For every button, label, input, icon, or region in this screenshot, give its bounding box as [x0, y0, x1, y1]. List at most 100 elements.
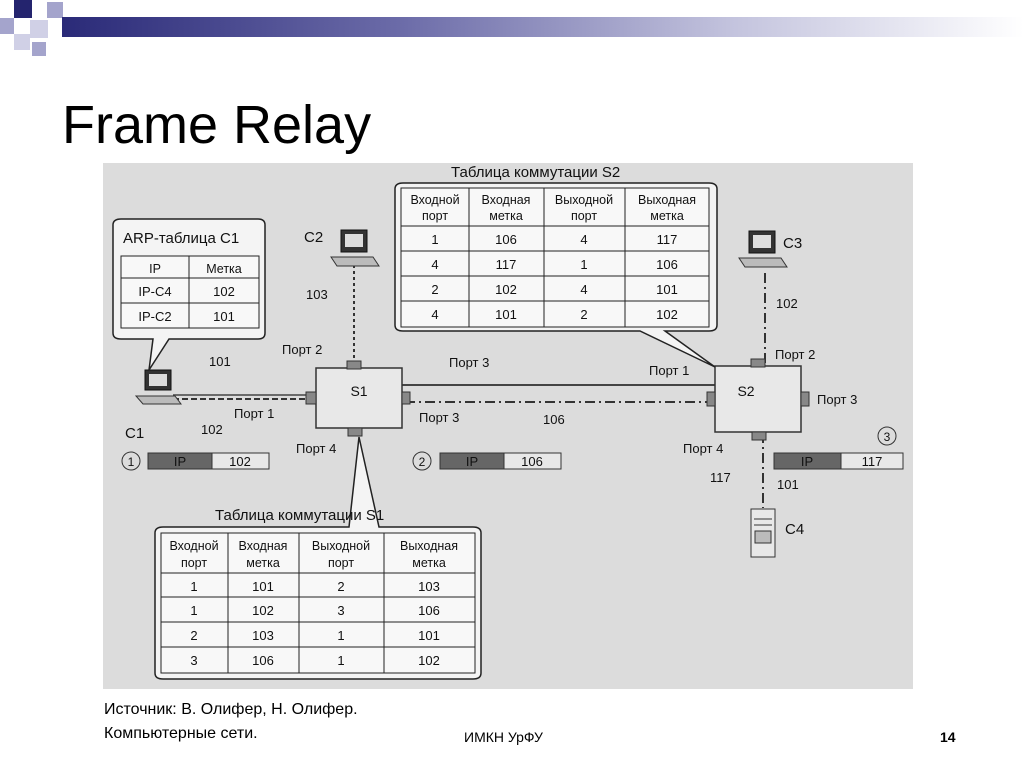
computer-c3-icon	[738, 230, 788, 268]
table-cell: 101	[656, 282, 678, 297]
frame-indicator-3: 3 IP 117	[773, 426, 904, 470]
diagram-svg: S1 S2 С1 С2 С3 С4 Порт 2 Порт 1 Порт 3 П…	[103, 163, 913, 689]
frame-2-ip: IP	[466, 454, 478, 469]
s2-switching-table: Таблица коммутации S2	[394, 164, 718, 368]
table-header-cell: Входной	[410, 193, 459, 207]
arp-table-cell: 102	[213, 284, 235, 299]
frame-1-ip: IP	[174, 454, 186, 469]
s2-port3-marker	[800, 391, 810, 407]
table-header-cell: метка	[412, 556, 446, 570]
table-header-cell: Входной	[169, 539, 218, 553]
source-line-2: Компьютерные сети.	[104, 725, 258, 742]
arp-header-ip: IP	[149, 262, 161, 276]
frame-2-num: 2	[419, 455, 426, 469]
source-line-1: Источник: В. Олифер, Н. Олифер.	[104, 701, 358, 718]
table-cell: 2	[431, 282, 438, 297]
s2-port4-label: Порт 4	[683, 441, 723, 456]
computer-c1-icon	[134, 369, 182, 405]
arp-table-cell: 101	[213, 309, 235, 324]
frame-2-label: 106	[521, 454, 543, 469]
s1-port4-label: Порт 4	[296, 441, 336, 456]
s1-table-title: Таблица коммутации S1	[215, 507, 384, 524]
arp-table-title: ARP-таблица С1	[123, 230, 239, 247]
label-101-c1: 101	[209, 354, 231, 369]
deco-square	[32, 42, 46, 56]
s1-switching-table: Таблица коммутации S1	[154, 436, 482, 680]
table-cell: 101	[418, 628, 440, 643]
table-header-cell: Входная	[482, 193, 531, 207]
label-102-c3: 102	[776, 296, 798, 311]
table-cell: 106	[418, 603, 440, 618]
computer-c2-icon	[330, 229, 380, 267]
table-cell: 1	[431, 232, 438, 247]
corner-decoration	[0, 0, 80, 62]
server-c4-icon	[750, 508, 776, 558]
table-cell: 102	[656, 307, 678, 322]
s2-port3-label: Порт 3	[817, 392, 857, 407]
deco-square	[14, 0, 32, 18]
deco-square	[47, 2, 63, 18]
label-103: 103	[306, 287, 328, 302]
table-header-cell: порт	[571, 209, 597, 223]
s1-port4-marker	[347, 427, 363, 437]
table-cell: 117	[657, 232, 678, 247]
table-cell: 1	[337, 628, 344, 643]
c1-label: С1	[125, 425, 144, 442]
table-cell: 2	[580, 307, 587, 322]
table-cell: 101	[495, 307, 517, 322]
s2-port1-label: Порт 1	[649, 363, 689, 378]
deco-square	[0, 18, 14, 34]
table-header-cell: Выходная	[400, 539, 458, 553]
table-cell: 4	[580, 282, 587, 297]
table-cell: 101	[252, 579, 274, 594]
frame-indicator-2: 2 IP 106	[412, 451, 562, 471]
frame-indicator-1: 1 IP 102	[121, 451, 270, 471]
s2-label: S2	[737, 383, 754, 399]
table-header-cell: порт	[422, 209, 448, 223]
table-cell: 4	[431, 257, 438, 272]
s1-port1-marker	[305, 391, 317, 405]
label-117: 117	[710, 470, 731, 485]
s2-port2-marker	[750, 358, 766, 368]
table-cell: 106	[252, 653, 274, 668]
header-gradient-bar	[62, 17, 1024, 37]
table-header-cell: Входная	[239, 539, 288, 553]
table-cell: 106	[495, 232, 517, 247]
table-cell: 1	[190, 603, 197, 618]
arp-table-cell: IP-C2	[138, 309, 171, 324]
frame-3-num: 3	[884, 430, 891, 444]
table-cell: 1	[580, 257, 587, 272]
frame-3-ip: IP	[801, 454, 813, 469]
table-header-cell: метка	[650, 209, 684, 223]
page-number: 14	[940, 729, 956, 745]
table-cell: 102	[495, 282, 517, 297]
s1-port3-label: Порт 3	[419, 410, 459, 425]
table-cell: 103	[418, 579, 440, 594]
s1-port2-label: Порт 2	[282, 342, 322, 357]
arp-table-cell: IP-C4	[138, 284, 171, 299]
footer-institute: ИМКН УрФУ	[464, 729, 543, 745]
table-cell: 106	[656, 257, 678, 272]
table-cell: 1	[190, 579, 197, 594]
c4-label: С4	[785, 521, 804, 538]
deco-square	[14, 34, 30, 50]
table-cell: 103	[252, 628, 274, 643]
table-header-cell: метка	[246, 556, 280, 570]
table-header-cell: Выходная	[638, 193, 696, 207]
table-header-cell: Выходной	[312, 539, 370, 553]
table-cell: 2	[337, 579, 344, 594]
table-cell: 2	[190, 628, 197, 643]
arp-table-c1: ARP-таблица С1	[112, 218, 266, 371]
s1-label: S1	[350, 383, 367, 399]
s1-port2-marker	[346, 360, 362, 370]
c2-label: С2	[304, 229, 323, 246]
slide-title: Frame Relay	[62, 95, 372, 155]
table-cell: 3	[190, 653, 197, 668]
table-header-cell: Выходной	[555, 193, 613, 207]
frame-1-num: 1	[128, 455, 135, 469]
arp-header-label: Метка	[206, 262, 242, 276]
table-cell: 102	[418, 653, 440, 668]
s2-port1-marker	[706, 391, 716, 407]
c3-label: С3	[783, 235, 802, 252]
s1-port1-label: Порт 1	[234, 406, 274, 421]
